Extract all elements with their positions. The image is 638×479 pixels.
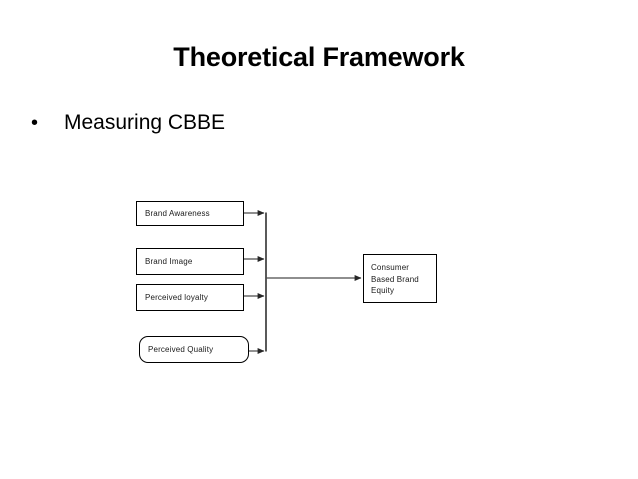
node-perceived-quality-label: Perceived Quality [148,344,214,354]
bullet-marker-icon: • [31,112,39,134]
bullet-item-label: Measuring CBBE [64,111,226,134]
node-brand-awareness-label: Brand Awareness [145,208,210,218]
node-perceived-loyalty-label: Perceived loyalty [145,292,209,302]
node-brand-image[interactable]: Brand Image [136,248,244,275]
node-perceived-quality[interactable]: Perceived Quality [139,336,249,363]
node-consumer-based-brand-equity-label: Consumer Based Brand Equity [371,263,419,295]
bullet-list-item: • Measuring CBBE [31,110,225,136]
node-brand-image-label: Brand Image [145,256,193,266]
node-perceived-loyalty[interactable]: Perceived loyalty [136,284,244,311]
node-consumer-based-brand-equity[interactable]: Consumer Based Brand Equity [363,254,437,303]
page-title: Theoretical Framework [173,42,465,72]
node-brand-awareness[interactable]: Brand Awareness [136,201,244,226]
